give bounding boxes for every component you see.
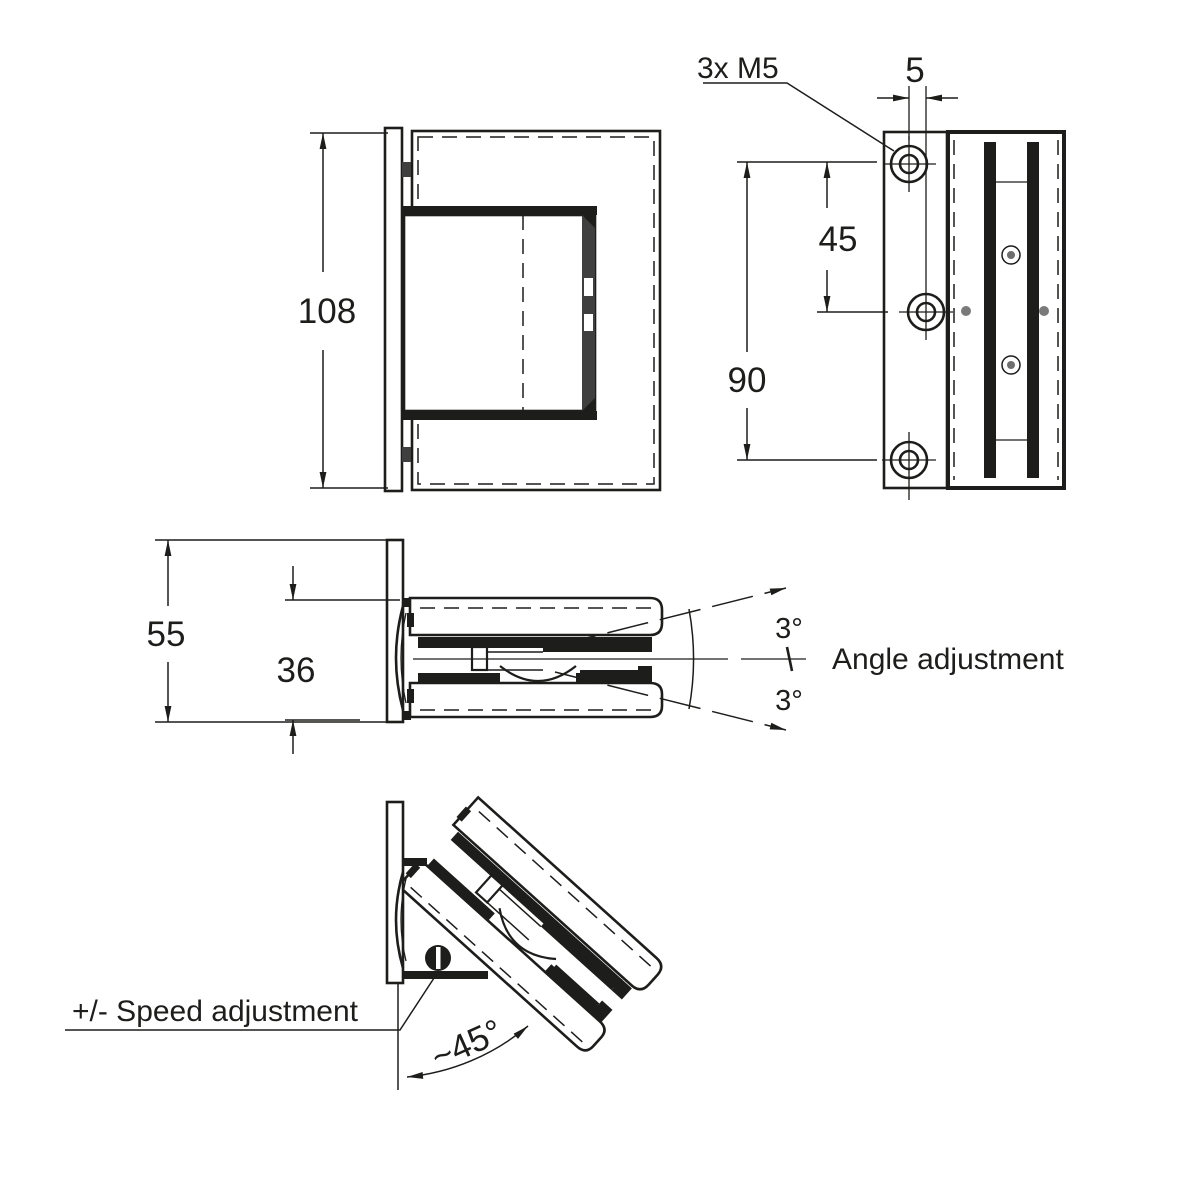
dimension-45: 45 (737, 161, 888, 313)
dim-text-108: 108 (298, 292, 356, 331)
top-view: 55 36 3° 3° Angle adjustment (147, 538, 1064, 754)
tilt-line-up (554, 587, 787, 647)
band-highlight-2 (584, 314, 593, 331)
gasket-strip-left (984, 142, 996, 478)
wall-plate-front (383, 126, 404, 493)
dimension-55: 55 (147, 539, 390, 723)
dim-text-3deg-up: 3° (775, 613, 803, 645)
dot-right (1039, 306, 1049, 316)
corner-wedge-bottom (582, 398, 595, 411)
corner-wedge-top (582, 215, 595, 228)
screw-slot (436, 947, 441, 969)
speed-adjustment-screw (425, 945, 451, 971)
knuckle-arc-inner (400, 878, 407, 962)
dot-left (961, 306, 971, 316)
dim-text-45: 45 (819, 220, 858, 259)
cover-bar-bottom (403, 411, 597, 420)
angle-adjustment-label: Angle adjustment (832, 643, 1064, 676)
dim-text-55: 55 (147, 615, 186, 654)
body-connector-top (403, 598, 411, 607)
plate-tab-top (402, 162, 411, 177)
callout-text: 3x M5 (697, 52, 779, 85)
tilt-arc (688, 608, 695, 710)
callout-3xM5: 3x M5 (697, 52, 895, 152)
speed-adjustment-annotation: +/- Speed adjustment (65, 974, 437, 1031)
pin-hole-upper (1001, 245, 1021, 265)
dimension-108: 108 (298, 132, 388, 489)
front-view: 108 (298, 126, 662, 493)
tilt-line-down (554, 671, 787, 731)
knuckle-arc-outer (394, 871, 405, 969)
clamp-edge-band (582, 215, 595, 411)
dimension-90: 90 (728, 162, 877, 461)
mount-plate-side (882, 130, 949, 490)
pin-upper (1007, 251, 1015, 259)
bracket-bottom (403, 971, 488, 979)
dim-text-5: 5 (905, 51, 924, 90)
body-connector-bottom (403, 711, 411, 720)
side-view: 3x M5 5 45 90 (697, 51, 1066, 500)
speed-adjustment-label: +/- Speed adjustment (72, 995, 359, 1028)
hinge-body-front (402, 213, 597, 413)
pin-hole-lower (1001, 355, 1021, 375)
dim-text-3deg-down: 3° (775, 685, 803, 717)
zero-tick (785, 646, 794, 672)
screw-hole-middle (899, 284, 953, 340)
pin-lower (1007, 361, 1015, 369)
dim-text-36: 36 (277, 651, 316, 690)
open-angle-arc (406, 1025, 529, 1079)
band-highlight-1 (584, 278, 593, 296)
cover-bar-top (403, 206, 597, 215)
screw-hole-bottom (882, 432, 936, 500)
gasket-strip-right (1027, 142, 1039, 478)
dim-text-90: 90 (728, 361, 767, 400)
knuckle-arc-inner (400, 612, 407, 704)
knuckle-arc-outer (394, 605, 405, 711)
leader-line (703, 82, 895, 152)
dimension-5: 5 (877, 51, 958, 284)
bracket-top (403, 858, 427, 866)
leader-line (65, 974, 437, 1031)
dimension-36: 36 (277, 566, 400, 754)
screw-hole-top (884, 136, 936, 192)
plate-tab-bottom (402, 447, 411, 462)
angle-adjustment-annotation: 3° 3° Angle adjustment (413, 587, 1064, 731)
